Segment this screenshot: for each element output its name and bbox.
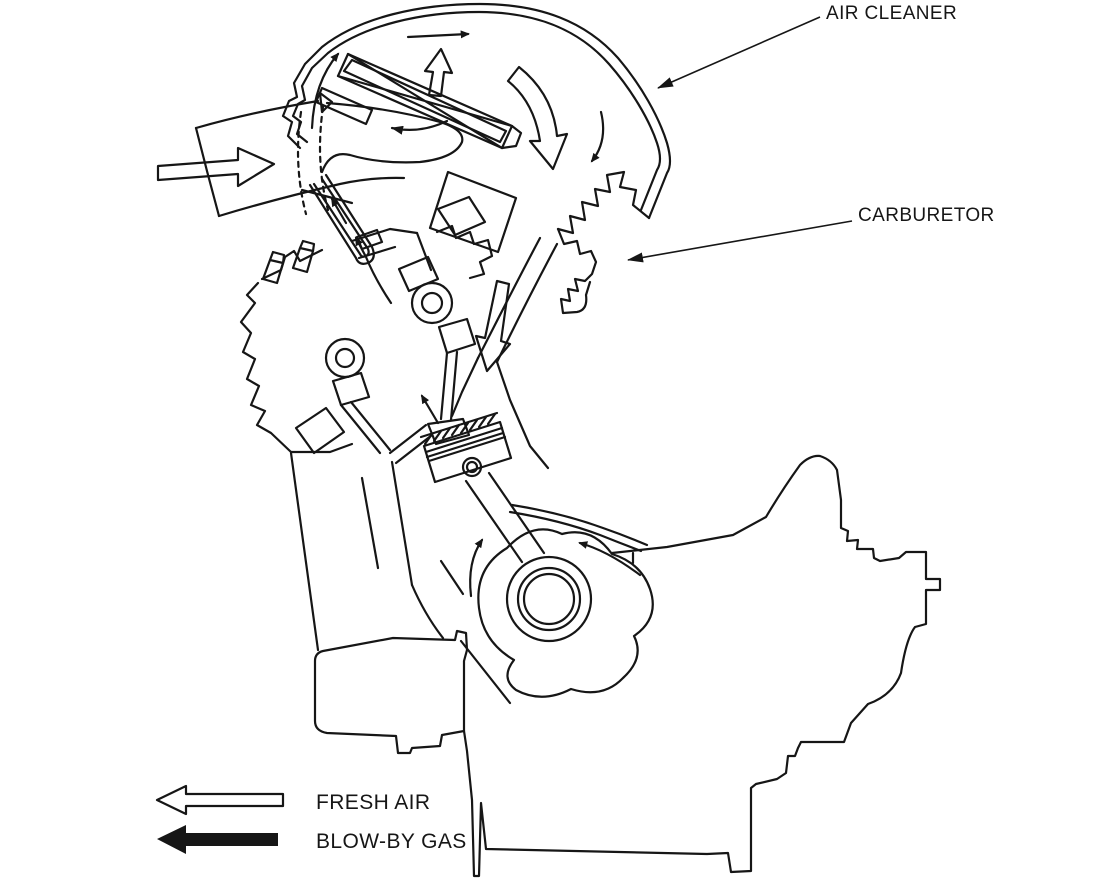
engine-block-silhouette	[462, 454, 942, 878]
crank-web	[477, 528, 654, 698]
intake-snorkel	[194, 99, 464, 218]
blow-by-arrow-icon	[330, 197, 348, 225]
snorkel-mouth	[194, 126, 221, 218]
cover-bolt	[291, 239, 316, 274]
blow-by-arrow-icon	[310, 52, 340, 130]
rocker-arm	[397, 255, 440, 293]
flex-joint-dashes	[296, 110, 308, 216]
fresh-air-curved-arrow-icon	[506, 65, 569, 171]
valve-stem	[439, 350, 459, 422]
flex-joint-dashes	[318, 105, 330, 212]
blow-by-arrow-icon	[578, 541, 642, 577]
crown-hatching	[423, 412, 497, 446]
oil-pan	[313, 629, 512, 755]
blow-by-arrow-icon	[406, 30, 470, 39]
head-gasket-line	[388, 423, 434, 465]
blow-by-arrow-icon	[590, 110, 605, 163]
crankcase	[289, 451, 649, 652]
legend: FRESH AIR BLOW-BY GAS	[155, 784, 467, 854]
crankshaft	[477, 528, 654, 698]
air-cleaner-label: AIR CLEANER	[826, 3, 957, 24]
valve-spring	[420, 291, 444, 315]
callout-air-cleaner: AIR CLEANER	[657, 3, 957, 89]
air-cleaner-housing	[281, 2, 672, 235]
fresh-air-chevron-icon	[318, 91, 334, 114]
valve-stem	[339, 400, 392, 455]
valve-spring	[324, 337, 366, 379]
valve-tappet	[437, 317, 477, 355]
cover-top-edge	[300, 188, 354, 205]
fresh-air-legend-arrow-icon	[155, 784, 285, 816]
blow-by-legend-arrow-icon	[157, 825, 278, 854]
fresh-air-inlet-arrow-icon	[156, 146, 276, 188]
valve-tappet	[331, 371, 371, 407]
leader-line	[657, 16, 821, 89]
air-filter-element	[314, 52, 523, 150]
housing-castellated-rim	[556, 170, 651, 235]
blow-by-arrow-icon	[420, 394, 440, 425]
cylinder-head-cover	[239, 227, 477, 465]
crank-journal	[505, 555, 593, 643]
piston	[419, 411, 513, 484]
callout-carburetor: CARBURETOR	[627, 205, 995, 263]
carburetor-base-plate	[428, 170, 518, 254]
fresh-air-swirl-arrow-icon	[390, 119, 449, 135]
blow-by-arrow-icon	[469, 538, 484, 598]
fresh-air-arrow-icon	[423, 47, 454, 98]
wrist-pin	[461, 456, 483, 478]
blow-by-passage	[508, 503, 649, 553]
fresh-air-intake-arrow-icon	[474, 279, 512, 373]
blow-by-legend-label: BLOW-BY GAS	[316, 830, 467, 853]
valve-spring	[410, 281, 454, 325]
carburetor-label: CARBURETOR	[858, 205, 995, 226]
duct-inner-wall	[320, 101, 464, 174]
valve-head	[426, 417, 471, 446]
blow-by-arrow-icon	[354, 236, 393, 305]
cover-bolt	[261, 250, 286, 285]
leader-line	[627, 220, 853, 263]
valve-spring	[334, 347, 356, 369]
fresh-air-legend-label: FRESH AIR	[316, 791, 430, 814]
